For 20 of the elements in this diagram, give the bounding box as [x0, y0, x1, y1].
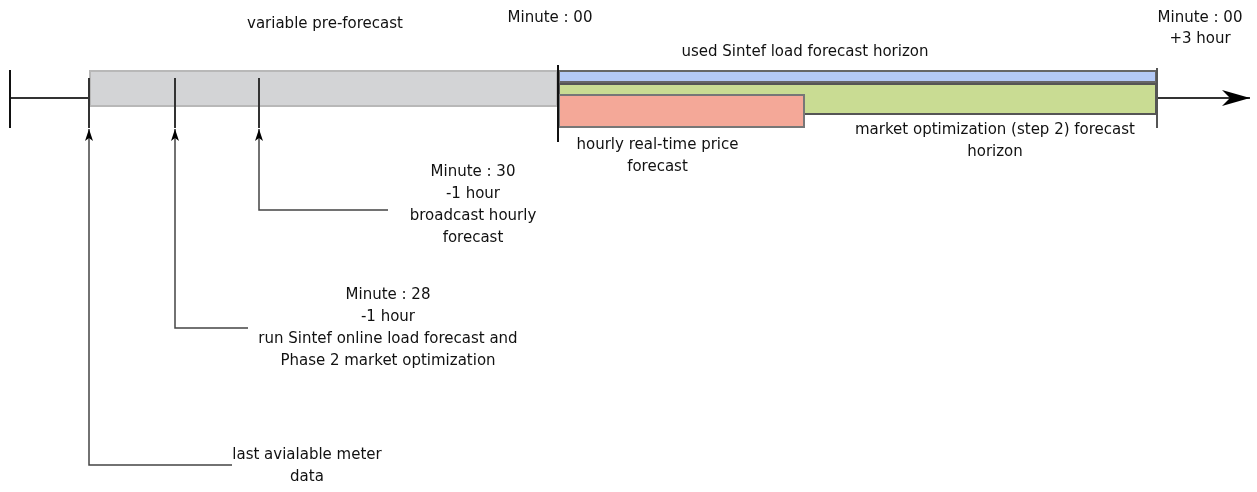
- event-label: broadcast hourly forecast: [408, 205, 538, 248]
- time-label: Minute : 00: [1156, 7, 1244, 28]
- tick-mark: [258, 78, 260, 128]
- bar-label: market optimization (step 2) forecast horizon: [854, 119, 1136, 162]
- event-label: last avialable meter data: [232, 444, 382, 487]
- event-label: Minute : 28: [344, 284, 432, 305]
- bar-label: hourly real-time price forecast: [575, 134, 740, 177]
- tick-mark: [174, 78, 176, 128]
- event-label: -1 hour: [359, 306, 417, 327]
- event-label: -1 hour: [444, 183, 502, 204]
- bar-label: variable pre-forecast: [246, 13, 404, 34]
- bar-label: used Sintef load forecast horizon: [680, 41, 930, 62]
- event-label: run Sintef online load forecast and Phase 2 market optimization: [257, 328, 519, 371]
- leader-line: [85, 128, 233, 466]
- leader-line: [171, 128, 249, 329]
- time-label: +3 hour: [1168, 28, 1232, 49]
- tick-mark: [88, 78, 90, 128]
- event-label: Minute : 30: [429, 161, 517, 182]
- time-label: Minute : 00: [506, 7, 594, 28]
- leader-line: [255, 128, 389, 211]
